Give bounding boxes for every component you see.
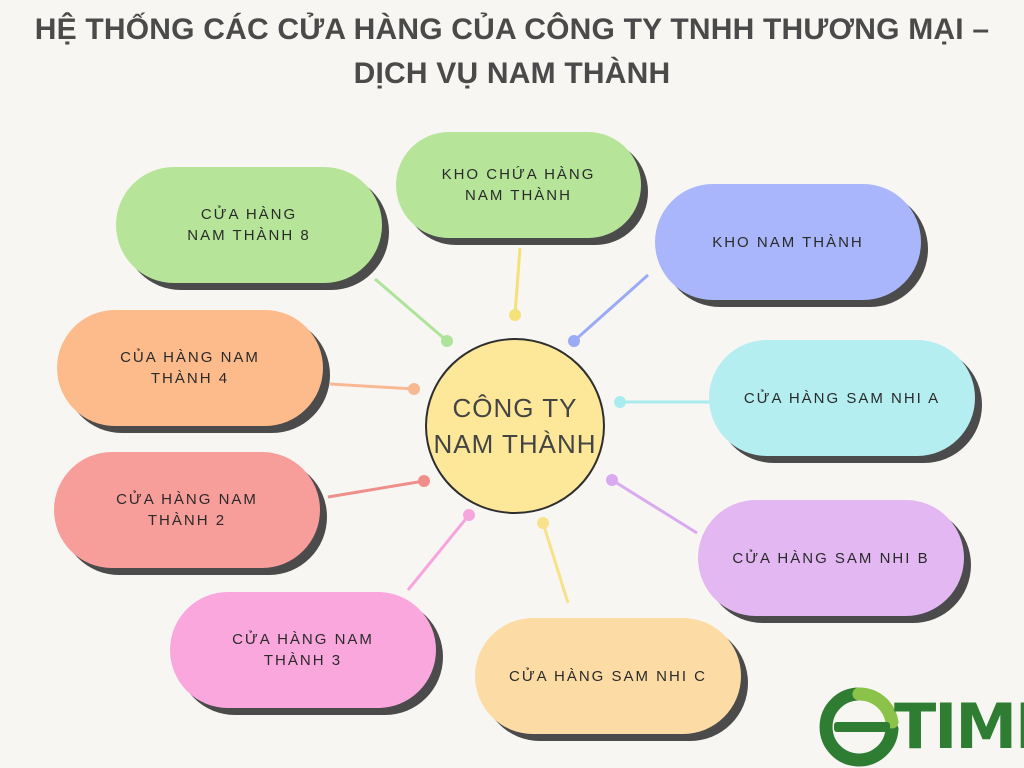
node-sam-nhi-c: CỬA HÀNG SAM NHI C — [475, 618, 741, 734]
node-label: KHO CHỨA HÀNG NAM THÀNH — [441, 166, 596, 204]
node-label: CỬA HÀNG SAM NHI B — [732, 549, 930, 567]
node-sam-nhi-a: CỬA HÀNG SAM NHI A — [709, 340, 975, 456]
node-label: CỦA HÀNG NAM THÀNH 4 — [120, 349, 260, 387]
connector-dot-sam-nhi-a — [614, 396, 626, 408]
connector-dot-kho-chua-hang — [509, 309, 521, 321]
center-node-cong-ty: CÔNG TY NAM THÀNH — [425, 338, 605, 514]
node-label: CỬA HÀNG NAM THÀNH 2 — [116, 491, 258, 529]
diagram-title: HỆ THỐNG CÁC CỬA HÀNG CỦA CÔNG TY TNHH T… — [0, 8, 1024, 96]
node-label: KHO NAM THÀNH — [712, 233, 864, 251]
center-label: CÔNG TY NAM THÀNH — [433, 393, 597, 459]
node-label: CỬA HÀNG NAM THÀNH 8 — [187, 206, 311, 244]
node-nam-thanh-4: CỦA HÀNG NAM THÀNH 4 — [57, 310, 323, 426]
connector-sam-nhi-c — [541, 522, 570, 604]
connector-dot-kho-nam-thanh — [568, 335, 580, 347]
connector-nam-thanh-8 — [374, 277, 448, 343]
node-label: CỬA HÀNG SAM NHI A — [743, 389, 941, 407]
connector-dot-sam-nhi-c — [537, 517, 549, 529]
connector-dot-nam-thanh-8 — [441, 335, 453, 347]
etime-logo-mark-icon — [819, 687, 899, 767]
connector-dot-sam-nhi-b — [606, 474, 618, 486]
node-nam-thanh-8: CỬA HÀNG NAM THÀNH 8 — [116, 167, 382, 283]
title-line-1: HỆ THỐNG CÁC CỬA HÀNG CỦA CÔNG TY TNHH T… — [34, 13, 990, 46]
etime-logo: TIME — [818, 686, 1024, 768]
etime-logo-text: TIME — [894, 690, 1024, 763]
connector-kho-nam-thanh — [573, 273, 649, 343]
node-kho-chua-hang: KHO CHỨA HÀNG NAM THÀNH — [396, 132, 641, 238]
connector-nam-thanh-2 — [327, 479, 425, 499]
node-label: CỬA HÀNG SAM NHI C — [509, 667, 707, 685]
connector-nam-thanh-4 — [329, 382, 415, 391]
connector-sam-nhi-b — [611, 478, 698, 535]
connector-dot-nam-thanh-4 — [408, 383, 420, 395]
node-nam-thanh-2: CỬA HÀNG NAM THÀNH 2 — [54, 452, 320, 568]
node-label: CỬA HÀNG NAM THÀNH 3 — [232, 631, 374, 669]
title-line-2: DỊCH VỤ NAM THÀNH — [353, 57, 671, 90]
connector-kho-chua-hang — [513, 247, 522, 316]
connector-dot-nam-thanh-2 — [418, 475, 430, 487]
connector-nam-thanh-3 — [406, 514, 471, 591]
node-sam-nhi-b: CỬA HÀNG SAM NHI B — [698, 500, 964, 616]
connector-dot-nam-thanh-3 — [463, 509, 475, 521]
node-kho-nam-thanh: KHO NAM THÀNH — [655, 184, 921, 300]
node-nam-thanh-3: CỬA HÀNG NAM THÀNH 3 — [170, 592, 436, 708]
